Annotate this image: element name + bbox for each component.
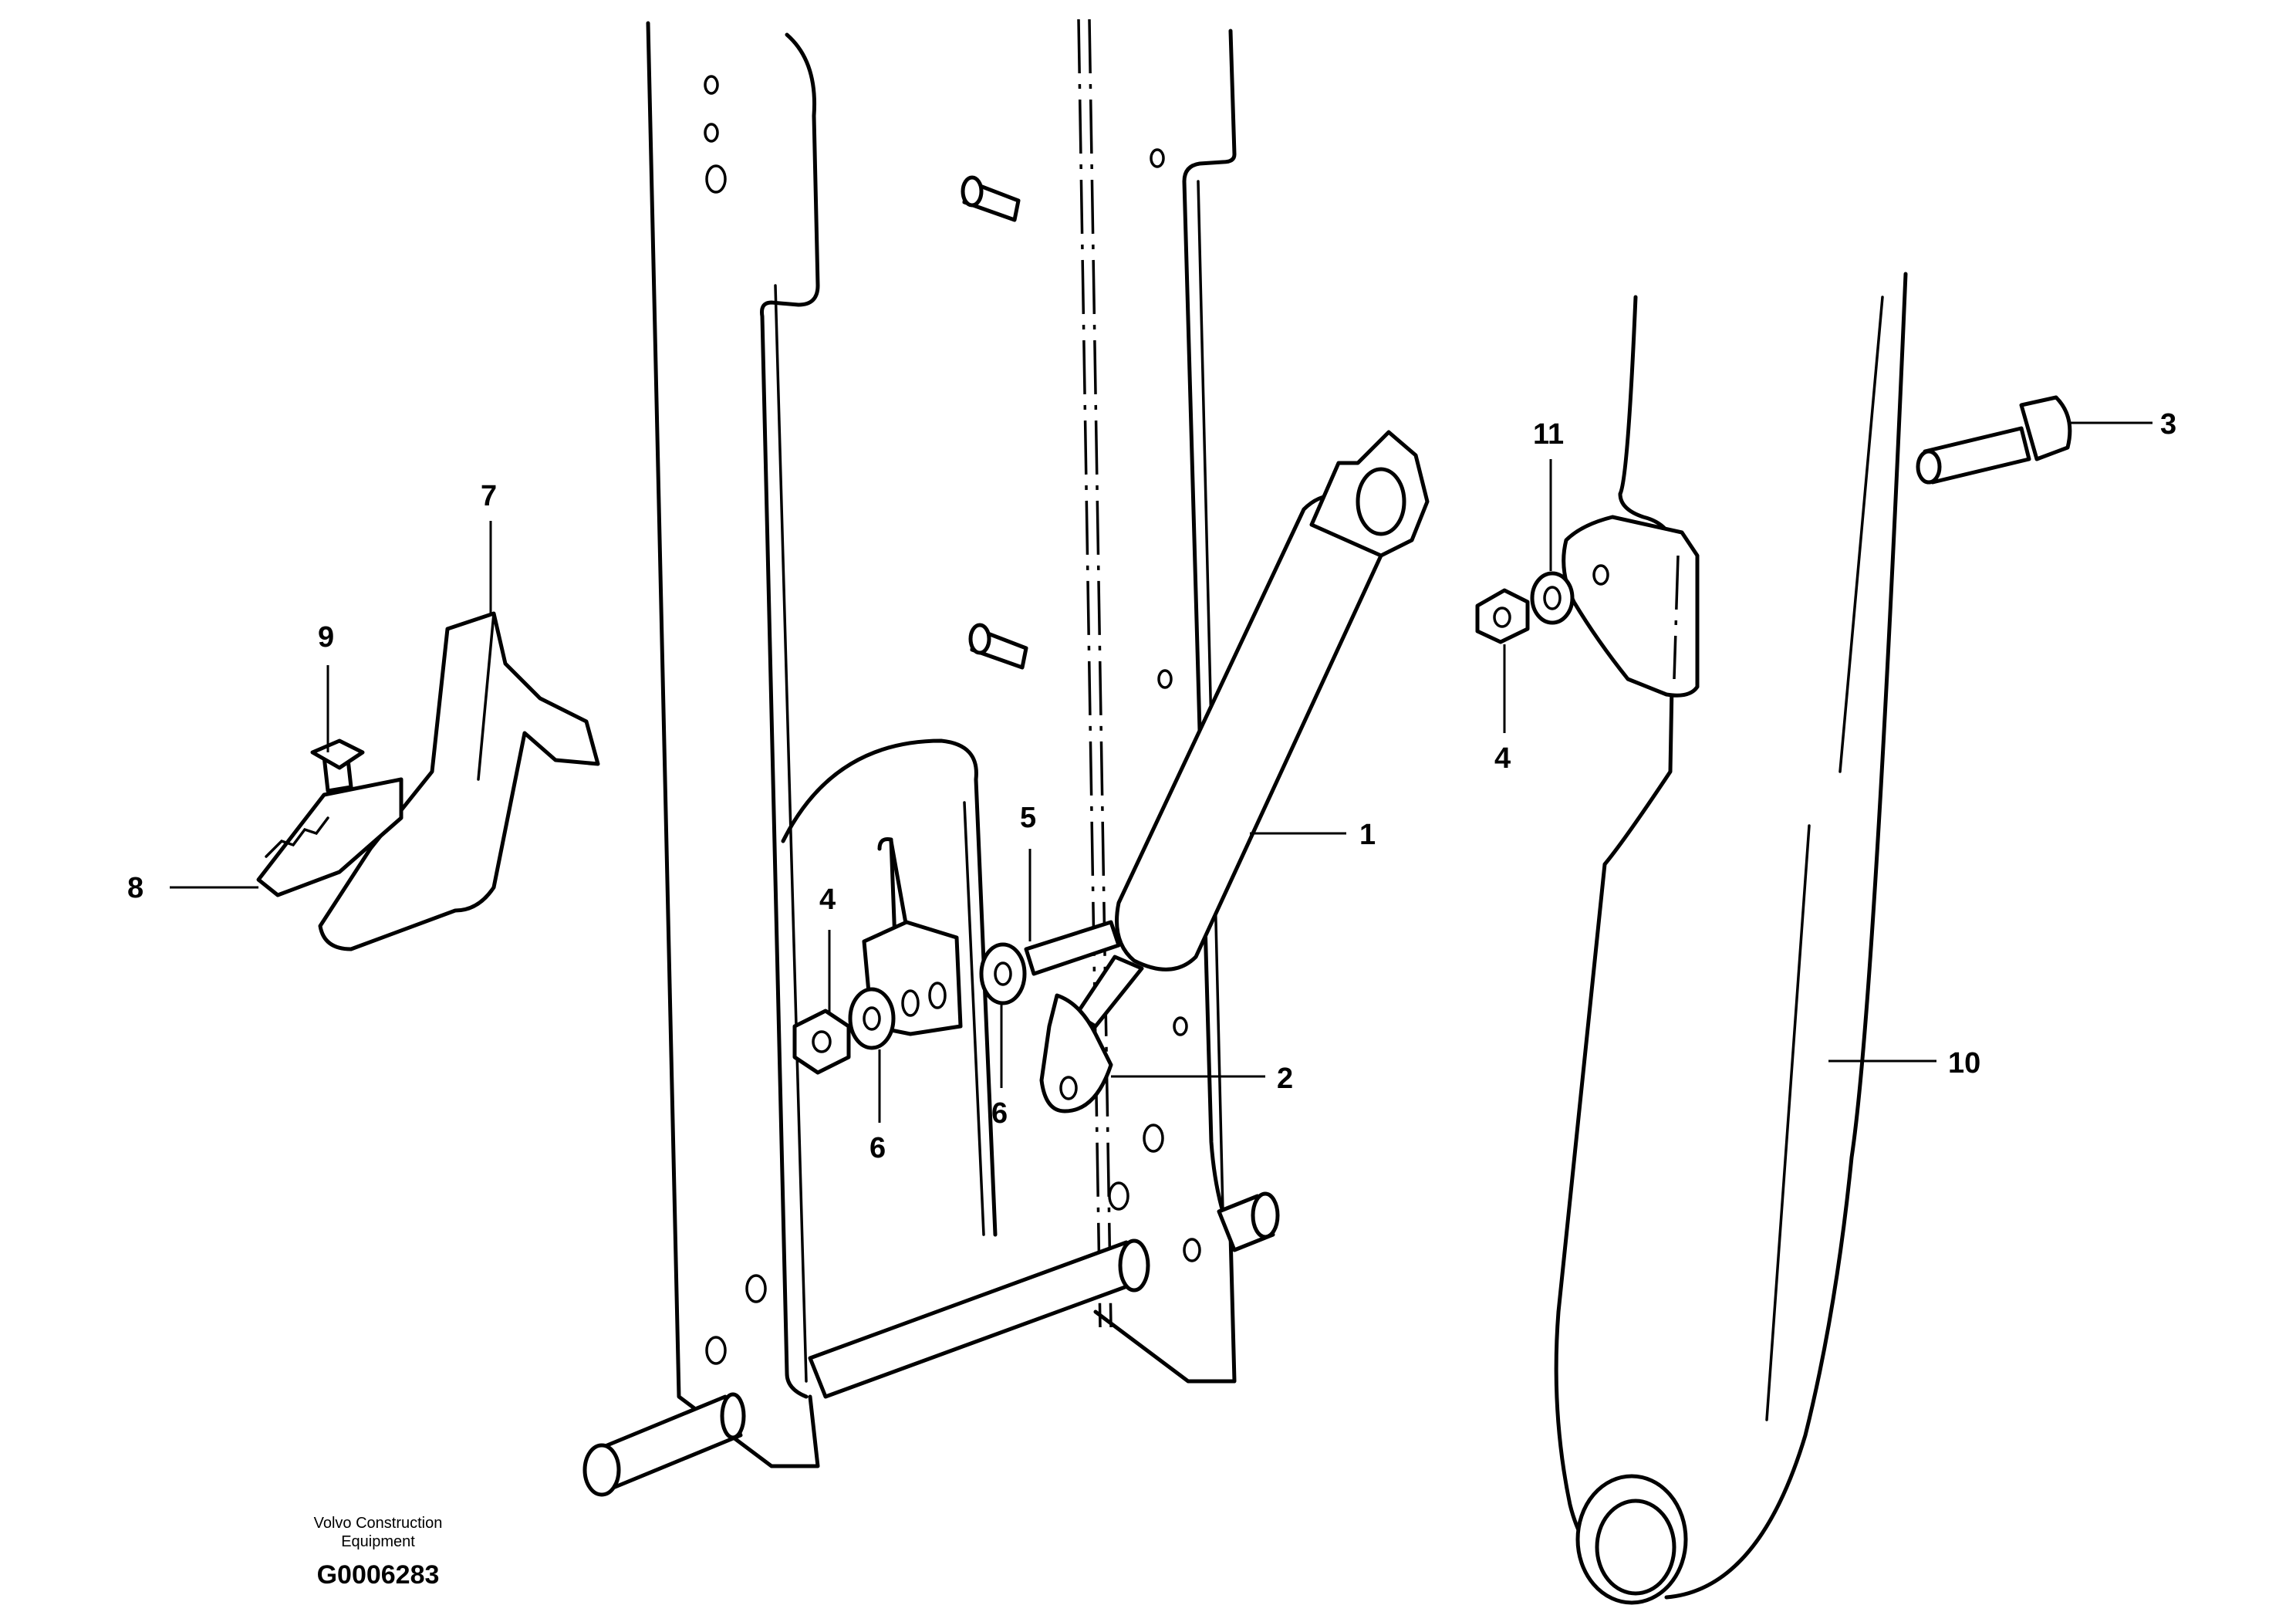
mounting-bracket [781,738,998,1237]
callout-3: 3 [2160,408,2176,441]
clamp-screw [310,738,365,793]
callout-6b: 6 [991,1097,1008,1130]
callout-10: 10 [1948,1047,1980,1080]
drawing-number: G0006283 [316,1560,440,1590]
bottom-pins [582,1191,1280,1497]
frame-screw-upper [961,175,1021,222]
washer-left [848,987,896,1050]
lever-arm [1554,272,1908,1605]
callout-2: 2 [1277,1063,1293,1095]
pivot-bolt [1024,920,1121,976]
gas-strut [1039,430,1430,1113]
callout-11: 11 [1533,418,1564,451]
frame-plate [646,19,1237,1468]
washer-upper [1530,571,1575,625]
callout-7: 7 [481,480,497,512]
toothed-clamp [256,777,403,897]
callout-1: 1 [1359,819,1376,851]
callout-9: 9 [318,621,334,654]
callout-5: 5 [1020,802,1036,834]
callout-8: 8 [127,872,144,904]
callout-labels: 1 2 3 4 4 5 6 6 7 8 9 10 11 [127,408,2176,1164]
manufacturer-line-2: Equipment [341,1533,415,1550]
shoulder-bolt [1916,395,2072,485]
frame-screw-lower [968,623,1028,670]
washer-right [979,942,1027,1005]
nut-upper [1475,588,1530,644]
leader-lines [170,421,2152,1123]
manufacturer-line-1: Volvo Construction [313,1515,443,1532]
callout-4a: 4 [819,884,836,916]
callout-6a: 6 [869,1132,886,1164]
hand-lever [318,611,600,951]
manufacturer-label: Volvo Construction Equipment [278,1514,478,1551]
nut-left [792,1009,851,1075]
callout-4b: 4 [1494,742,1511,775]
